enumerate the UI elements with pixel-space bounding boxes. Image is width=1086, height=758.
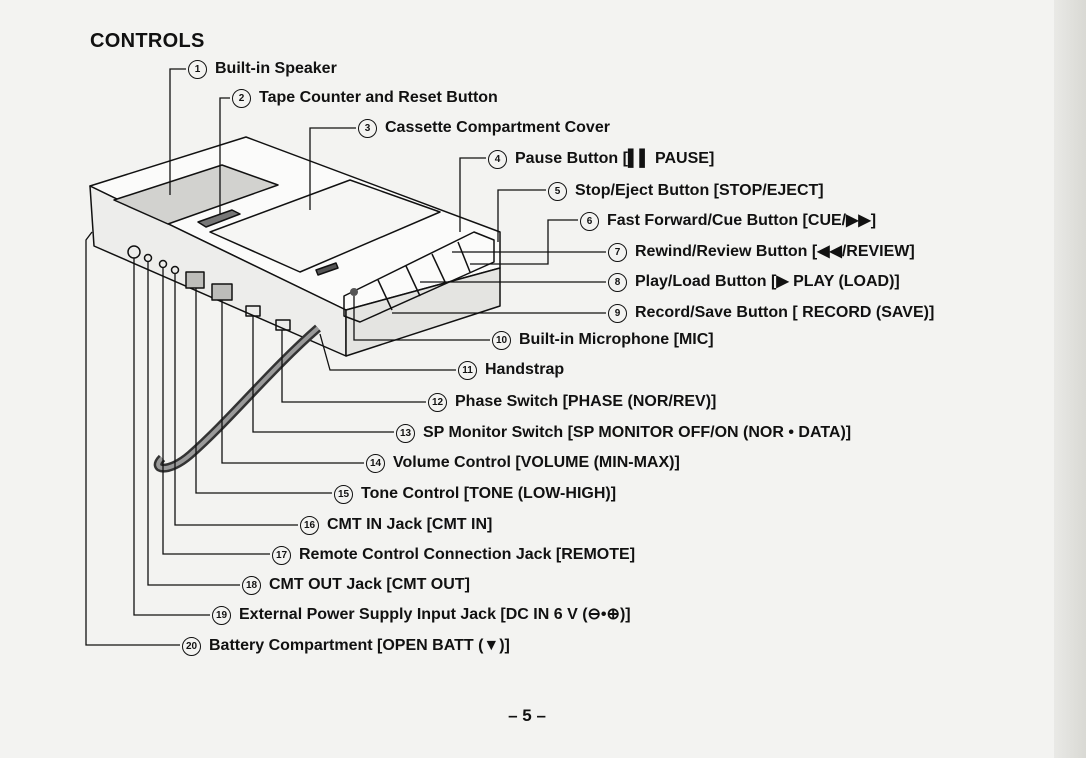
callout-10: 10 Built-in Microphone [MIC] bbox=[492, 330, 714, 350]
callout-13: 13 SP Monitor Switch [SP MONITOR OFF/ON (… bbox=[396, 423, 851, 443]
callout-label: CMT IN Jack [CMT IN] bbox=[327, 516, 493, 533]
cassette-cover-outline bbox=[209, 179, 441, 273]
callout-label: External Power Supply Input Jack [DC IN … bbox=[239, 606, 631, 623]
callout-8: 8 Play/Load Button [▶ PLAY (LOAD)] bbox=[608, 272, 900, 292]
callout-14: 14 Volume Control [VOLUME (MIN-MAX)] bbox=[366, 453, 680, 473]
callout-number: 3 bbox=[358, 118, 377, 138]
cmt-in-jack-icon bbox=[170, 265, 180, 275]
callout-number: 13 bbox=[396, 423, 415, 443]
callout-number: 1 bbox=[188, 59, 207, 79]
callout-label: Volume Control [VOLUME (MIN-MAX)] bbox=[393, 454, 680, 471]
callout-label: Fast Forward/Cue Button [CUE/▶▶] bbox=[607, 212, 877, 229]
callout-label: Rewind/Review Button [◀◀/REVIEW] bbox=[635, 243, 915, 260]
phase-switch-icon bbox=[275, 319, 291, 331]
tone-control-icon bbox=[185, 271, 205, 289]
callout-7: 7 Rewind/Review Button [◀◀/REVIEW] bbox=[608, 242, 915, 262]
callout-number: 19 bbox=[212, 605, 231, 625]
tape-counter-icon bbox=[197, 209, 241, 228]
keys-outline bbox=[343, 231, 495, 323]
remote-jack-icon bbox=[158, 259, 168, 269]
page-number: – 5 – bbox=[508, 706, 546, 725]
callout-label: Tape Counter and Reset Button bbox=[259, 89, 498, 106]
callout-15: 15 Tone Control [TONE (LOW-HIGH)] bbox=[334, 484, 616, 504]
callout-number: 14 bbox=[366, 453, 385, 473]
callout-number: 7 bbox=[608, 242, 627, 262]
callout-number: 15 bbox=[334, 484, 353, 504]
callout-18: 18 CMT OUT Jack [CMT OUT] bbox=[242, 575, 470, 595]
volume-control-icon bbox=[211, 283, 233, 301]
callout-number: 9 bbox=[608, 303, 627, 323]
callout-label: CMT OUT Jack [CMT OUT] bbox=[269, 576, 470, 593]
callout-label: Battery Compartment [OPEN BATT (▼)] bbox=[209, 637, 510, 654]
callout-number: 10 bbox=[492, 330, 511, 350]
callout-number: 6 bbox=[580, 211, 599, 231]
callout-number: 12 bbox=[428, 392, 447, 412]
speaker-grille-icon bbox=[113, 164, 279, 225]
callout-number: 18 bbox=[242, 575, 261, 595]
callout-label: Stop/Eject Button [STOP/EJECT] bbox=[575, 182, 824, 199]
microphone-icon bbox=[350, 288, 358, 296]
callout-label: Phase Switch [PHASE (NOR/REV)] bbox=[455, 393, 717, 410]
page-title: CONTROLS bbox=[90, 30, 205, 52]
callout-number: 5 bbox=[548, 181, 567, 201]
callout-label: Record/Save Button [ RECORD (SAVE)] bbox=[635, 304, 935, 321]
callout-19: 19 External Power Supply Input Jack [DC I… bbox=[212, 605, 631, 625]
callout-label: Remote Control Connection Jack [REMOTE] bbox=[299, 546, 636, 563]
callout-label: Built-in Speaker bbox=[215, 60, 337, 77]
callout-4: 4 Pause Button [▌▌ PAUSE] bbox=[488, 149, 714, 169]
callout-1: 1 Built-in Speaker bbox=[188, 59, 337, 79]
callout-17: 17 Remote Control Connection Jack [REMOTE… bbox=[272, 545, 635, 565]
callout-2: 2 Tape Counter and Reset Button bbox=[232, 88, 498, 108]
callout-label: Tone Control [TONE (LOW-HIGH)] bbox=[361, 485, 617, 502]
callout-label: SP Monitor Switch [SP MONITOR OFF/ON (NO… bbox=[423, 424, 852, 441]
callout-label: Handstrap bbox=[485, 361, 565, 378]
callout-number: 20 bbox=[182, 636, 201, 656]
callout-number: 16 bbox=[300, 515, 319, 535]
callout-16: 16 CMT IN Jack [CMT IN] bbox=[300, 515, 492, 535]
callout-20: 20 Battery Compartment [OPEN BATT (▼)] bbox=[182, 636, 510, 656]
page-edge bbox=[1054, 0, 1086, 758]
callout-3: 3 Cassette Compartment Cover bbox=[358, 118, 610, 138]
callout-label: Cassette Compartment Cover bbox=[385, 119, 610, 136]
callout-number: 4 bbox=[488, 149, 507, 169]
callout-label: Built-in Microphone [MIC] bbox=[519, 331, 714, 348]
callout-11: 11 Handstrap bbox=[458, 360, 564, 380]
cmt-out-jack-icon bbox=[143, 253, 153, 263]
callout-number: 11 bbox=[458, 360, 477, 380]
callout-9: 9 Record/Save Button [ RECORD (SAVE)] bbox=[608, 303, 934, 323]
callout-number: 8 bbox=[608, 272, 627, 292]
callout-12: 12 Phase Switch [PHASE (NOR/REV)] bbox=[428, 392, 716, 412]
callout-5: 5 Stop/Eject Button [STOP/EJECT] bbox=[548, 181, 824, 201]
callout-number: 17 bbox=[272, 545, 291, 565]
callout-6: 6 Fast Forward/Cue Button [CUE/▶▶] bbox=[580, 211, 876, 231]
callout-label: Pause Button [▌▌ PAUSE] bbox=[515, 150, 715, 167]
callout-label: Play/Load Button [▶ PLAY (LOAD)] bbox=[635, 273, 900, 290]
callout-number: 2 bbox=[232, 88, 251, 108]
